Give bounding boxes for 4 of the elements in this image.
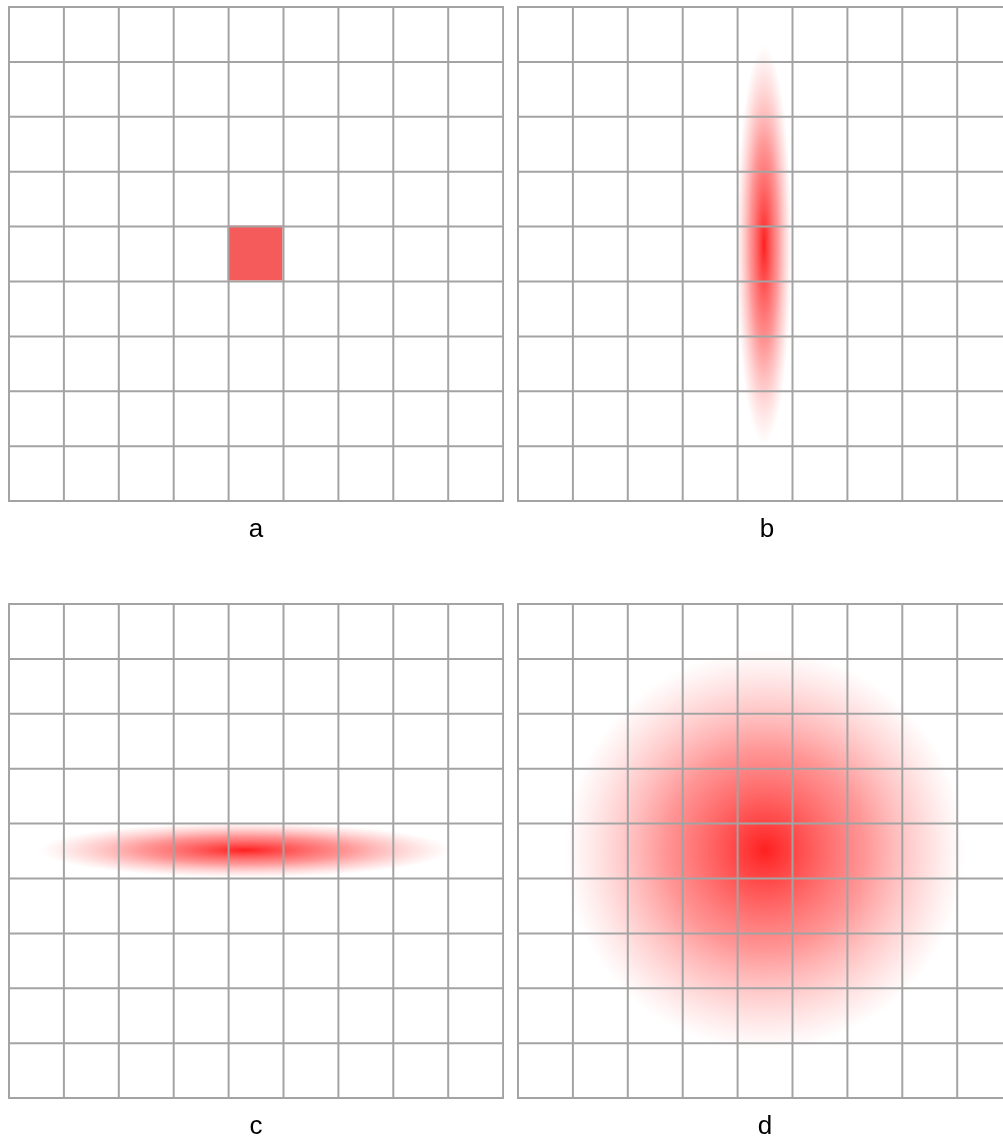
panel-label: d: [757, 1112, 773, 1138]
panel-label: b: [759, 515, 775, 541]
panel-label: a: [248, 515, 264, 541]
panel-label: c: [249, 1112, 263, 1138]
